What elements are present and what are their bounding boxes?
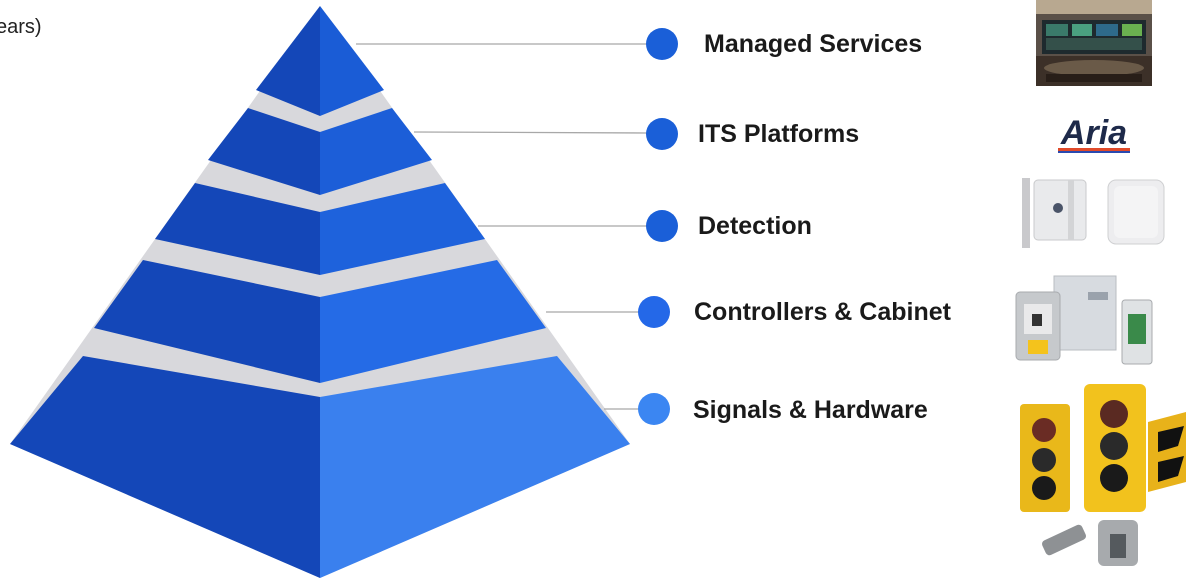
control-room-photo (1036, 0, 1152, 86)
tier-2-label[interactable]: ITS Platforms (698, 120, 860, 148)
tier-1-left-face (256, 6, 320, 116)
tier-4-label[interactable]: Controllers & Cabinet (694, 298, 951, 326)
tier-1-right-face (320, 6, 384, 116)
tier-1-dot (646, 28, 678, 60)
tier-3-dot (646, 210, 678, 242)
tier-4-left-face (94, 260, 320, 383)
tier-2-left-face (208, 108, 320, 195)
tier-3-label[interactable]: Detection (698, 212, 812, 240)
cut-off-text: years) (0, 16, 42, 38)
tier-1-label[interactable]: Managed Services (704, 30, 923, 58)
tier-3-right-face (320, 183, 485, 275)
tier-5-left-face (10, 356, 320, 578)
detection-sensors-photo (1022, 178, 1165, 248)
tier-2-dot (646, 118, 678, 150)
tier-5-right-face (320, 356, 630, 578)
aria-logo-text: Aria (1060, 114, 1127, 152)
controllers-cabinet-photo (1015, 275, 1153, 365)
tier-5-label[interactable]: Signals & Hardware (693, 396, 928, 424)
tier-4-dot (638, 296, 670, 328)
aria-logo: Aria (1058, 114, 1130, 153)
tier-2-right-face (320, 108, 432, 195)
signals-hardware-photo (1020, 384, 1186, 566)
connector-line-2 (413, 131, 649, 134)
tier-5-dot (638, 393, 670, 425)
tier-3-left-face (155, 183, 320, 275)
tier-4-right-face (320, 260, 546, 383)
